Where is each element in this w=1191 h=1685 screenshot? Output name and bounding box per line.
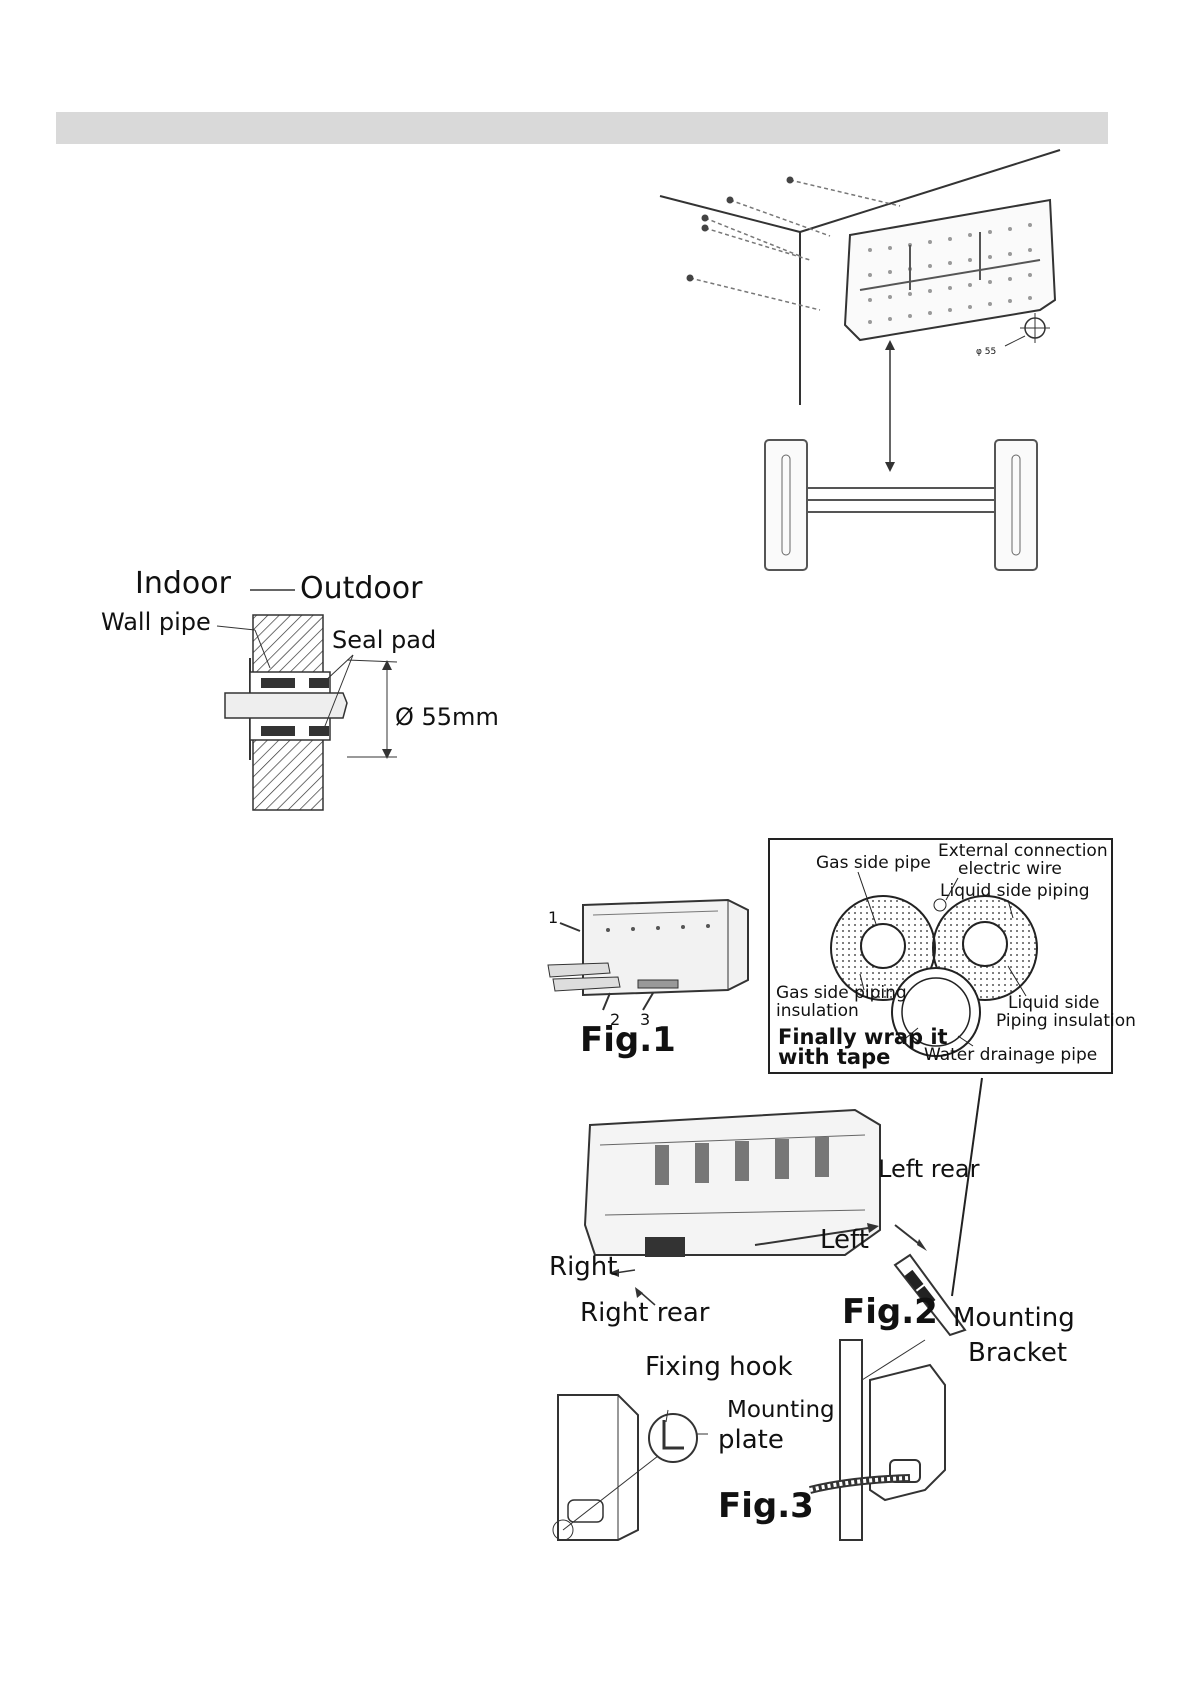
liquid-insulation-label-1: Liquid side bbox=[1008, 993, 1100, 1013]
mounting-plate-label-2: plate bbox=[718, 1425, 784, 1455]
mounting-plate-label-1: Mounting bbox=[727, 1397, 835, 1423]
gas-insulation-label-2: insulation bbox=[776, 1001, 859, 1021]
external-connection-label-2: electric wire bbox=[958, 859, 1062, 879]
left-label: Left bbox=[820, 1225, 869, 1255]
fig3-caption: Fig.3 bbox=[718, 1486, 814, 1526]
fig2-caption: Fig.2 bbox=[842, 1292, 938, 1332]
diameter-label: Ø 55mm bbox=[395, 703, 499, 731]
liquid-side-piping-label: Liquid side piping bbox=[940, 881, 1090, 901]
fig3-wall-bracket bbox=[809, 1339, 946, 1541]
gas-insulation-label-1: Gas side piping bbox=[776, 983, 907, 1003]
wrap-tape-label-2: with tape bbox=[778, 1045, 890, 1069]
seal-pad-label: Seal pad bbox=[332, 626, 436, 654]
wall-pipe-diagram: Indoor Outdoor Wall pipe Seal pad Ø 55mm bbox=[101, 566, 499, 811]
section-header-bar bbox=[56, 112, 1108, 144]
drainage-pipe-label: Water drainage pipe bbox=[924, 1045, 1097, 1065]
left-rear-label: Left rear bbox=[878, 1155, 980, 1183]
external-connection-label-1: External connection bbox=[938, 841, 1108, 861]
mounting-bracket-label-2: Bracket bbox=[968, 1338, 1068, 1368]
wrap-tape-label-1: Finally wrap it bbox=[778, 1025, 948, 1049]
fig3-unit-side bbox=[552, 1394, 708, 1541]
mounting-plate-diagram: φ 55 bbox=[659, 149, 1061, 571]
right-rear-label: Right rear bbox=[580, 1298, 710, 1328]
right-label: Right bbox=[549, 1252, 618, 1282]
connector-line bbox=[951, 1077, 983, 1297]
fig1-caption: Fig.1 bbox=[580, 1020, 676, 1060]
fig2-indoor-unit bbox=[583, 1108, 967, 1337]
fig1-indoor-unit: 1 2 3 bbox=[547, 898, 749, 1029]
hole-diameter-label: φ 55 bbox=[976, 347, 996, 357]
liquid-insulation-label-2: Piping insulation bbox=[996, 1011, 1136, 1031]
fig1-marker-2: 2 bbox=[610, 1010, 620, 1029]
fig1-marker-1: 1 bbox=[548, 908, 558, 927]
fig1-marker-3: 3 bbox=[640, 1010, 650, 1029]
wall-pipe-label: Wall pipe bbox=[101, 608, 211, 636]
pipe-bundle-diagram: Gas side pipe External connection electr… bbox=[768, 838, 1136, 1074]
mounting-bracket-label-1: Mounting bbox=[953, 1303, 1075, 1333]
outdoor-label: Outdoor bbox=[300, 571, 423, 606]
fixing-hook-label: Fixing hook bbox=[645, 1352, 793, 1382]
gas-side-pipe-label: Gas side pipe bbox=[816, 853, 931, 873]
indoor-label: Indoor bbox=[135, 566, 232, 601]
